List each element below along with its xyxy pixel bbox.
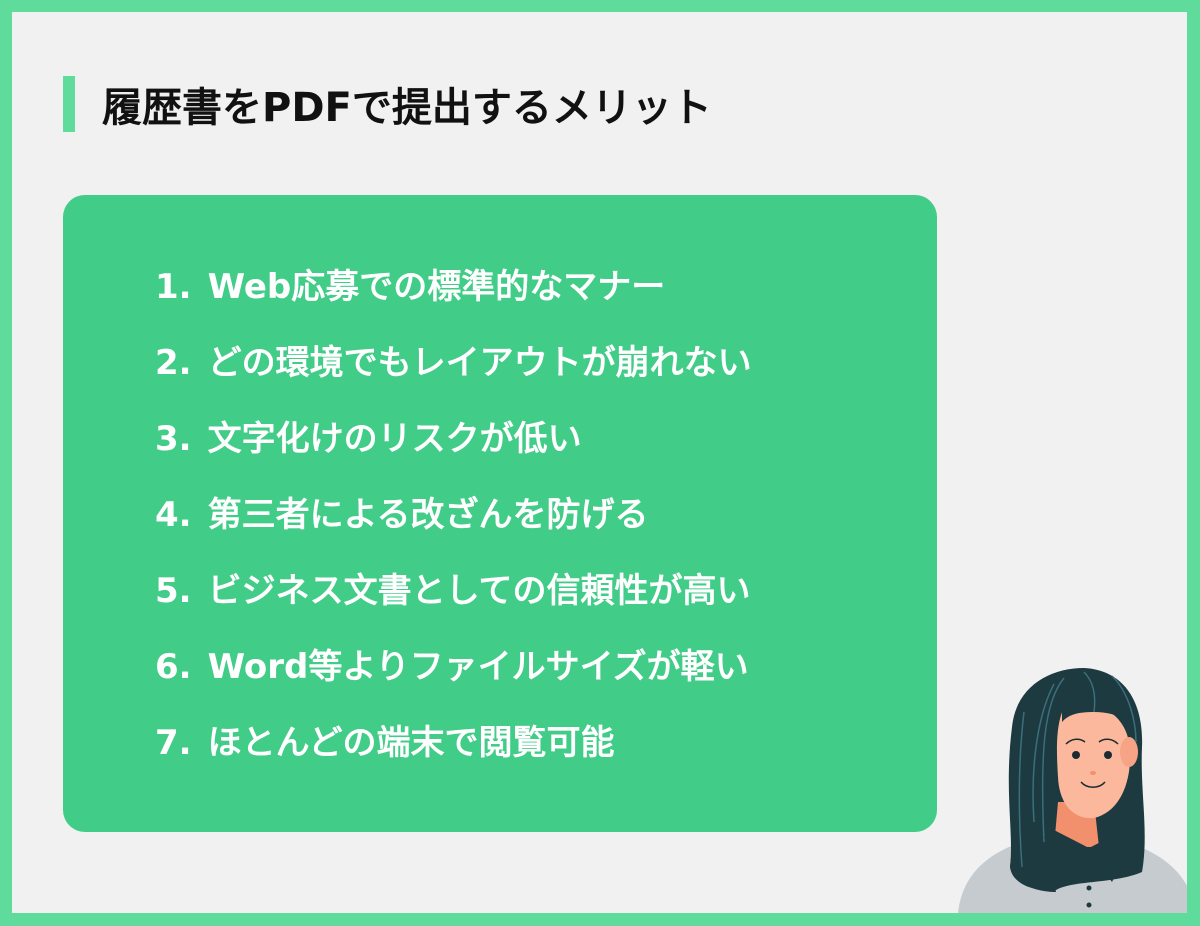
list-item: 6. Word等よりファイルサイズが軽い — [155, 639, 752, 715]
slide-frame: 履歴書をPDFで提出するメリット 1. Web応募での標準的なマナー 2. どの環境… — [12, 12, 1187, 913]
benefits-list: 1. Web応募での標準的なマナー 2. どの環境でもレイアウトが崩れない 3. 文字… — [155, 259, 752, 791]
item-number: 6. — [155, 647, 192, 687]
list-item: 2. どの環境でもレイアウトが崩れない — [155, 335, 752, 411]
page-title: 履歴書をPDFで提出するメリット — [102, 85, 712, 131]
item-number: 3. — [155, 419, 192, 459]
item-number: 1. — [155, 267, 192, 307]
item-text: どの環境でもレイアウトが崩れない — [207, 343, 752, 383]
item-number: 2. — [155, 343, 192, 383]
item-text: 第三者による改ざんを防げる — [207, 495, 649, 535]
list-item: 4. 第三者による改ざんを防げる — [155, 487, 752, 563]
item-text: Word等よりファイルサイズが軽い — [207, 647, 749, 687]
list-item: 7. ほとんどの端末で閲覧可能 — [155, 715, 752, 791]
item-text: ほとんどの端末で閲覧可能 — [207, 723, 615, 763]
item-text: Web応募での標準的なマナー — [207, 267, 666, 307]
item-text: ビジネス文書としての信頼性が高い — [207, 571, 751, 611]
item-number: 7. — [155, 723, 192, 763]
item-number: 4. — [155, 495, 192, 535]
list-item: 3. 文字化けのリスクが低い — [155, 411, 752, 487]
list-item: 5. ビジネス文書としての信頼性が高い — [155, 563, 752, 639]
section-heading: 履歴書をPDFで提出するメリット — [63, 76, 712, 132]
item-number: 5. — [155, 571, 192, 611]
benefits-card: 1. Web応募での標準的なマナー 2. どの環境でもレイアウトが崩れない 3. 文字… — [63, 195, 937, 832]
heading-accent-bar — [63, 76, 75, 132]
woman-avatar-icon — [944, 652, 1187, 913]
item-text: 文字化けのリスクが低い — [207, 419, 582, 459]
list-item: 1. Web応募での標準的なマナー — [155, 259, 752, 335]
